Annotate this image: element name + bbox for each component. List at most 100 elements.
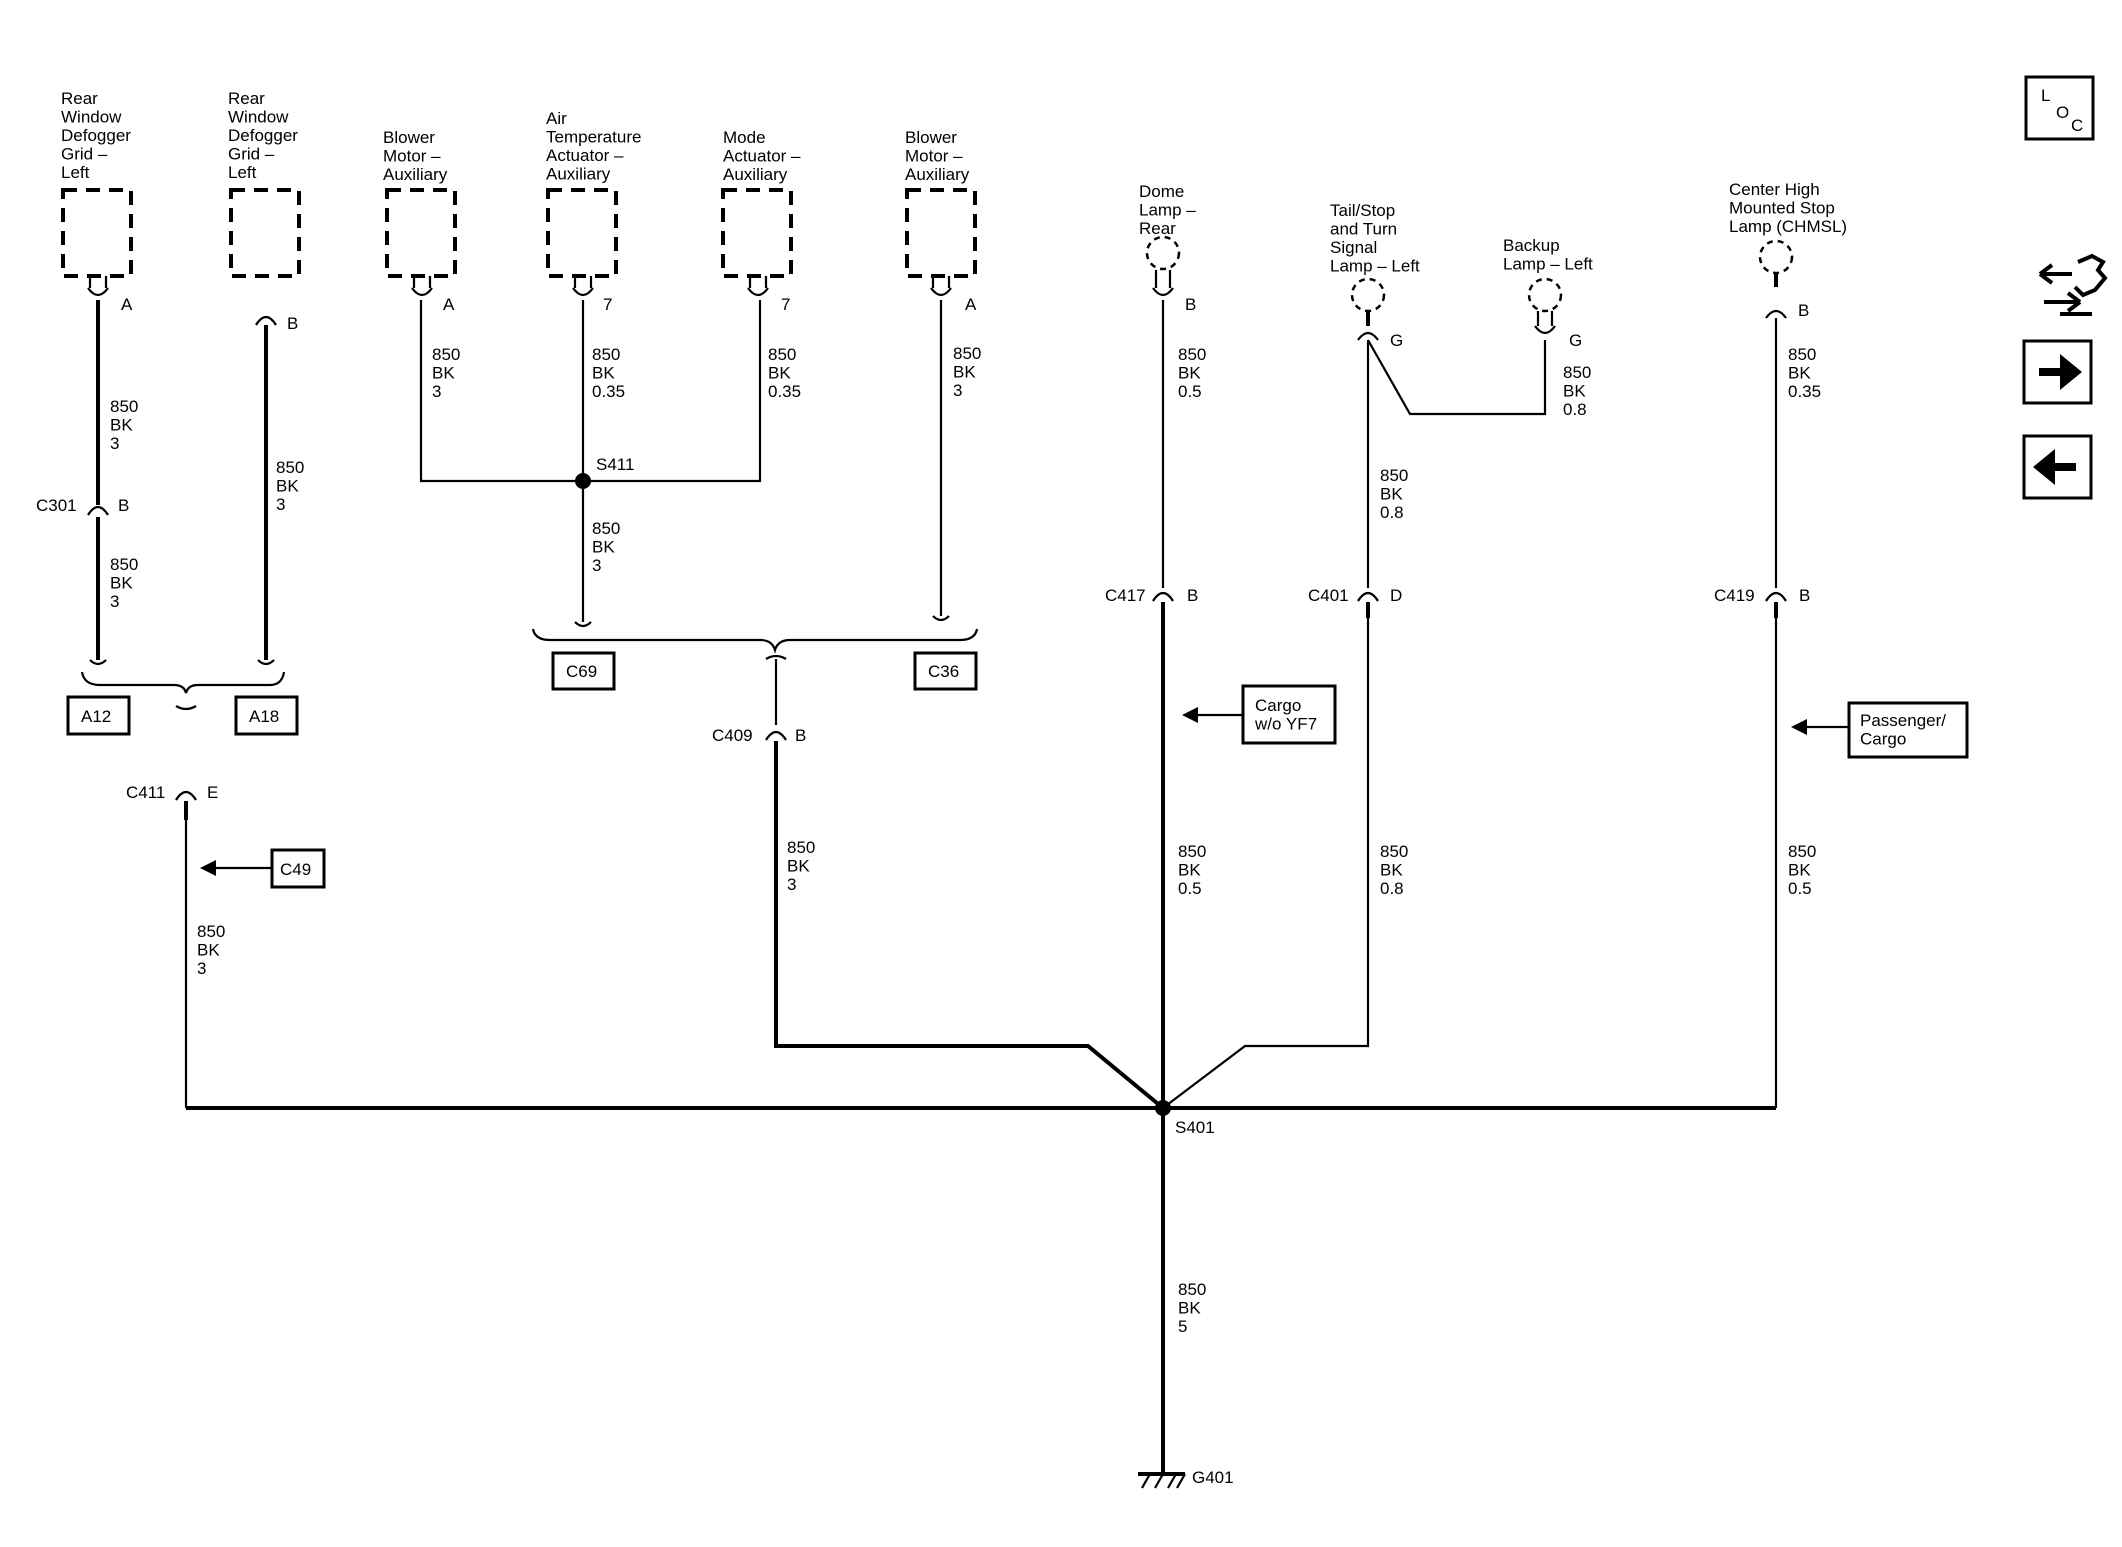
label-line: 850 <box>953 344 981 363</box>
label-line: Lamp – Left <box>1503 255 1593 274</box>
label-line: Tail/Stop <box>1330 201 1395 220</box>
connector-label: C409 <box>712 726 753 745</box>
label-line: Left <box>228 163 257 182</box>
connector-label: C417 <box>1105 586 1146 605</box>
harness-label: C36 <box>928 662 959 681</box>
label-line: Window <box>61 108 122 127</box>
label-line: w/o YF7 <box>1254 715 1317 734</box>
label-line: Auxiliary <box>905 165 970 184</box>
harness-brace-stub <box>175 705 197 711</box>
label-line: 0.35 <box>768 382 801 401</box>
label-line: Blower <box>383 128 435 147</box>
pin-label: 7 <box>603 295 612 314</box>
label-line: Center High <box>1729 180 1820 199</box>
label-line: Auxiliary <box>546 165 611 184</box>
label-line: Lamp (CHMSL) <box>1729 217 1847 236</box>
label-line: Mounted Stop <box>1729 199 1835 218</box>
label-line: 850 <box>787 838 815 857</box>
label-line: BK <box>1178 861 1201 880</box>
label-line: 850 <box>276 458 304 477</box>
label-line: Backup <box>1503 236 1560 255</box>
note-box-passenger-cargo <box>1847 701 1969 759</box>
label-line: BK <box>953 363 976 382</box>
label-line: BK <box>276 477 299 496</box>
harness-connector-button[interactable] <box>2038 253 2108 316</box>
label-line: Auxiliary <box>383 165 448 184</box>
lamp-outline <box>1145 235 1181 271</box>
label-line: BK <box>787 857 810 876</box>
label-line: 3 <box>432 382 441 401</box>
component-outline <box>229 188 301 278</box>
label-line: 0.8 <box>1563 400 1587 419</box>
label-line: BK <box>1178 364 1201 383</box>
lamp-outline <box>1350 277 1386 313</box>
label-line: Cargo <box>1860 730 1906 749</box>
loc-button[interactable]: L O C <box>2024 75 2095 141</box>
connector-c417-symbol <box>1152 591 1174 602</box>
terminal-symbol <box>411 276 433 297</box>
terminal-symbol <box>87 276 109 297</box>
splice-label: S401 <box>1175 1118 1215 1137</box>
harness-label: A18 <box>249 707 279 726</box>
label-line: Actuator – <box>723 147 801 166</box>
label-line: Lamp – Left <box>1330 257 1420 276</box>
harness-brace-stub <box>765 654 787 660</box>
label-line: 850 <box>1380 842 1408 861</box>
harness-box-a18 <box>234 695 299 736</box>
loc-icon <box>2024 75 2095 141</box>
label-line: 3 <box>197 959 206 978</box>
arrow-head <box>200 860 216 876</box>
connector-c411-symbol <box>175 790 197 801</box>
wire-end <box>257 659 275 666</box>
pin-label: G <box>1390 331 1403 350</box>
previous-page-button[interactable] <box>2022 434 2093 500</box>
terminal-symbol <box>1534 311 1556 335</box>
label-line: BK <box>592 538 615 557</box>
label-line: 850 <box>1178 345 1206 364</box>
loc-letter: L <box>2041 86 2050 105</box>
connector-pin: D <box>1390 586 1402 605</box>
component-outline <box>385 188 457 278</box>
label-line: 3 <box>787 875 796 894</box>
wire-end <box>932 615 950 622</box>
label-line: Motor – <box>383 147 441 166</box>
label-line: 3 <box>110 592 119 611</box>
loc-letter: O <box>2056 103 2069 122</box>
connector-c401-symbol <box>1357 591 1379 602</box>
label-line: Defogger <box>61 126 131 145</box>
note-box-cargo <box>1241 684 1337 745</box>
arrow-head <box>1791 719 1807 735</box>
terminal-symbol <box>572 276 594 297</box>
wire-s411-branch <box>419 300 762 483</box>
label-line: 0.5 <box>1178 382 1202 401</box>
harness-brace-a12-a18 <box>80 671 286 694</box>
wire-end <box>574 621 592 628</box>
label-line: Grid – <box>228 145 275 164</box>
connector-label: C419 <box>1714 586 1755 605</box>
label-line: 850 <box>1563 363 1591 382</box>
next-page-button[interactable] <box>2022 339 2093 405</box>
label-line: 3 <box>276 495 285 514</box>
harness-box-c69 <box>551 651 616 691</box>
label-line: Dome <box>1139 182 1184 201</box>
label-line: 3 <box>953 381 962 400</box>
harness-connector-icon <box>2038 253 2108 316</box>
label-line: 5 <box>1178 1317 1187 1336</box>
connector-pin: B <box>118 496 129 515</box>
